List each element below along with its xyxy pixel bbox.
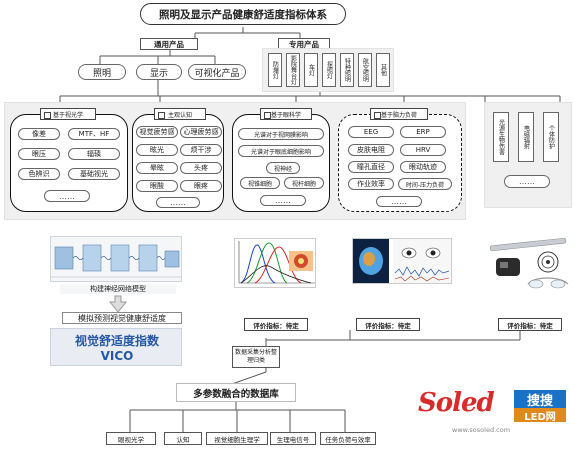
special-item-stage-light: 影院舞台灯 [286,53,300,87]
brain-eeg-image [352,238,452,284]
cog-item-more: …… [376,196,422,207]
special-item-other: 其他 [376,53,390,87]
cog-item-skin-resistance: 皮肤电阻 [348,144,394,156]
cog-item-eeg: EEG [348,126,394,138]
neural-network-caption: 构建神经网络模型 [60,284,176,294]
oph-item-optic-nerve: 视神经 [266,162,300,174]
cog-item-task-efficiency: 作业效率 [348,178,394,190]
sub-item-interference: 烦干涉 [180,144,222,156]
other-item-more: …… [504,175,550,188]
oph-item-cone-cells: 视锥细胞 [240,177,280,189]
special-item-aviation: 航空照明 [358,53,372,87]
visual-optics-header: 基于视光学 [40,108,96,120]
special-item-searchlight: 探照灯 [322,53,336,87]
cog-item-time-pressure: 时间-压力负荷 [398,178,452,190]
vo-item-color-discrimination: 色辨识 [18,168,60,180]
bottom-item-bioelectric-signal: 生理电信号 [270,432,316,445]
bottom-item-visual-cell-physiology: 视觉细胞生理学 [206,432,268,445]
data-collection-box: 数据采集分析整理归类 [232,346,280,368]
sub-item-headache: 头疼 [180,162,222,174]
other-item-personal-protection: 个体防护 [543,112,559,162]
special-item-car-light: 车灯 [304,53,318,87]
title-text: 照明及显示产品健康舒适度指标体系 [159,8,327,21]
watermark-brand: Soled [418,388,495,418]
bottom-item-optometry: 眼视光学 [106,432,156,445]
sub-item-mental-fatigue: 心理疲劳感 [180,126,222,138]
vico-title: 视觉舒适度指数 [74,334,159,348]
vo-item-mtf: MTF、HF [68,128,120,140]
general-item-display: 显示 [136,64,182,80]
ophthalmology-header: 基于眼科学 [260,108,312,120]
watermark-led: LED网 [514,408,566,423]
cog-item-pupil-diameter: 瞳孔直径 [348,161,394,173]
vo-item-basic-optometry: 基础视光 [68,168,120,180]
predict-comfort-box: 模拟预测视觉健康舒适度 [62,312,182,324]
sub-item-eye-soreness: 眼酸 [136,180,178,192]
other-item-em-radiation: 电磁辐射 [518,112,534,162]
vo-item-aberration: 像差 [18,128,60,140]
general-item-lighting: 照明 [78,64,126,80]
oph-item-more: …… [260,195,306,206]
cog-item-eye-movement: 眼动轨迹 [400,161,446,173]
sub-item-glare: 眩光 [136,144,178,156]
diagram-title: 照明及显示产品健康舒适度指标体系 [140,3,346,25]
general-item-visualization: 可视化产品 [188,64,246,80]
bottom-item-task-load: 任务负荷与效率 [320,432,376,445]
protection-equipment-image [484,236,572,294]
cog-item-erp: ERP [400,126,446,138]
special-item-special-lighting: 特种照明 [340,53,354,87]
sub-item-eye-pain: 眼疼 [180,180,222,192]
watermark-url: www.sosoled.com [452,426,511,434]
sub-item-dizziness: 晕眩 [136,162,178,174]
vo-item-more: …… [44,190,90,202]
vico-abbr: VICO [100,349,134,363]
vo-item-convergence: 辐辏 [68,148,120,160]
soled-watermark-logo: Soled 搜搜 LED网 www.sosoled.com [418,386,574,448]
general-products-label: 通用产品 [140,38,198,50]
oph-item-fundus: 光谱对于眼底细胞影响 [238,145,324,157]
eval-indicator-ophthalmology: 评价指标：待定 [244,318,308,331]
special-item-explosion-proof: 防爆灯 [268,53,282,87]
eval-indicator-cognitive: 评价指标：待定 [356,318,420,331]
eval-indicator-other: 评价指标：待定 [498,318,562,331]
sub-item-visual-fatigue: 视觉疲劳感 [136,126,178,138]
vico-box: 视觉舒适度指数 VICO [50,328,182,366]
cog-item-hrv: HRV [400,144,446,156]
subjective-header: 主观认知 [154,108,206,120]
oph-item-rod-cells: 视杆细胞 [284,177,324,189]
watermark-cn: 搜搜 [514,390,566,409]
other-item-light-bio-hazard: 光源生物伤害 [493,112,509,162]
sub-item-more: …… [156,197,200,208]
bottom-item-cognition: 认知 [164,432,202,445]
spectrum-curves-image [234,238,316,288]
database-box: 多参数融合的数据库 [176,383,296,402]
cognitive-load-header: 基于脑力负荷 [370,108,428,120]
vo-item-eye-pressure: 眼压 [18,148,60,160]
oph-item-retina: 光谱对于视网膜影响 [238,128,324,140]
neural-network-image [50,236,182,282]
